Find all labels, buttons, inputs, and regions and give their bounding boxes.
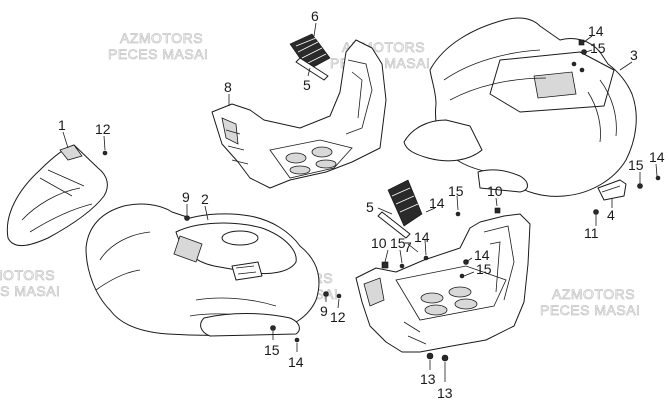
callout-15-bottom: 15 bbox=[264, 342, 280, 358]
screw-14-bottom-part bbox=[294, 337, 300, 343]
watermark-line2: PECES MASAI bbox=[108, 46, 208, 62]
clip-10-left-part bbox=[381, 261, 389, 269]
screw-15-top-part bbox=[581, 49, 587, 55]
watermark-line2: PECES MASAI bbox=[0, 283, 60, 299]
screw-13-right-part bbox=[441, 354, 449, 362]
callout-13-left: 13 bbox=[420, 371, 436, 387]
callout-8: 8 bbox=[224, 79, 232, 95]
callout-5-bottom: 5 bbox=[366, 199, 374, 215]
watermark-line1: AZMOTORS bbox=[120, 30, 203, 46]
callout-14-right: 14 bbox=[649, 149, 665, 165]
callout-15-center: 15 bbox=[476, 261, 492, 277]
leader-lines bbox=[62, 22, 658, 382]
callout-13-right: 13 bbox=[437, 385, 453, 400]
callout-14-left: 14 bbox=[414, 229, 430, 245]
watermark-left: AZMOTORS PECES MASAI bbox=[0, 267, 60, 300]
watermark-top-left: AZMOTORS PECES MASAI bbox=[108, 30, 209, 63]
callout-11: 11 bbox=[584, 225, 599, 241]
callout-12-top: 12 bbox=[95, 121, 111, 137]
nut-15-right-part bbox=[637, 183, 643, 189]
screw-9-top-part bbox=[184, 215, 190, 221]
screw-9-bottom-part bbox=[323, 291, 329, 297]
bracket-part bbox=[597, 179, 627, 201]
callout-15-top: 15 bbox=[590, 40, 606, 56]
callout-10-right: 10 bbox=[487, 183, 503, 199]
callout-labels: 1 12 9 2 8 6 5 3 14 15 5 14 15 10 7 10 1… bbox=[58, 8, 665, 400]
front-mudguard-part bbox=[6, 144, 108, 246]
foot-peg-rod-bottom-part bbox=[377, 211, 411, 239]
screw-15-center-part bbox=[459, 273, 465, 279]
rear-fender-part bbox=[403, 17, 637, 197]
callout-14-top: 14 bbox=[588, 23, 604, 39]
callout-2: 2 bbox=[201, 191, 209, 207]
watermark-line2: PECES MASAI bbox=[540, 302, 640, 318]
callout-9-top: 9 bbox=[182, 189, 190, 205]
right-footrest-part bbox=[355, 213, 531, 353]
nut-14-top-part bbox=[578, 39, 585, 46]
foot-peg-rubber-bottom-part bbox=[387, 179, 423, 227]
callout-14-center: 14 bbox=[474, 247, 490, 263]
callout-4: 4 bbox=[607, 207, 615, 223]
screw-15-mid-part bbox=[455, 211, 461, 217]
left-footrest-part bbox=[211, 39, 387, 189]
callout-15-right: 15 bbox=[628, 157, 644, 173]
callout-12-bottom: 12 bbox=[330, 309, 346, 325]
screw-14-left-part bbox=[423, 255, 429, 261]
screw-14-right-part bbox=[655, 175, 661, 181]
watermark-line1: AZMOTORS bbox=[0, 267, 55, 283]
callout-6: 6 bbox=[311, 8, 319, 24]
callout-1: 1 bbox=[58, 117, 66, 133]
clip-10-right-part bbox=[494, 207, 501, 214]
screw-15-bottom-part bbox=[270, 325, 276, 331]
screw-12-bottom-part bbox=[336, 293, 342, 299]
callout-10-left: 10 bbox=[371, 235, 387, 251]
screw-11-part bbox=[593, 209, 599, 215]
screw-13-left-part bbox=[426, 352, 434, 360]
callout-14-mid: 14 bbox=[429, 195, 445, 211]
front-body-fender-part bbox=[85, 203, 320, 337]
screw-15-left-part bbox=[399, 263, 405, 269]
callout-3: 3 bbox=[630, 47, 638, 63]
watermark-right: AZMOTORS PECES MASAI bbox=[540, 286, 641, 319]
callout-9-bottom: 9 bbox=[320, 303, 328, 319]
foot-peg-rod-top-part bbox=[295, 57, 329, 81]
screw-12-top-part bbox=[102, 150, 108, 156]
watermark-line1: AZMOTORS bbox=[552, 286, 635, 302]
callout-5-top: 5 bbox=[303, 77, 311, 93]
callout-14-bottom: 14 bbox=[288, 354, 304, 370]
callout-7: 7 bbox=[404, 239, 412, 255]
callout-15-left: 15 bbox=[390, 235, 406, 251]
callout-15-mid: 15 bbox=[448, 183, 464, 199]
